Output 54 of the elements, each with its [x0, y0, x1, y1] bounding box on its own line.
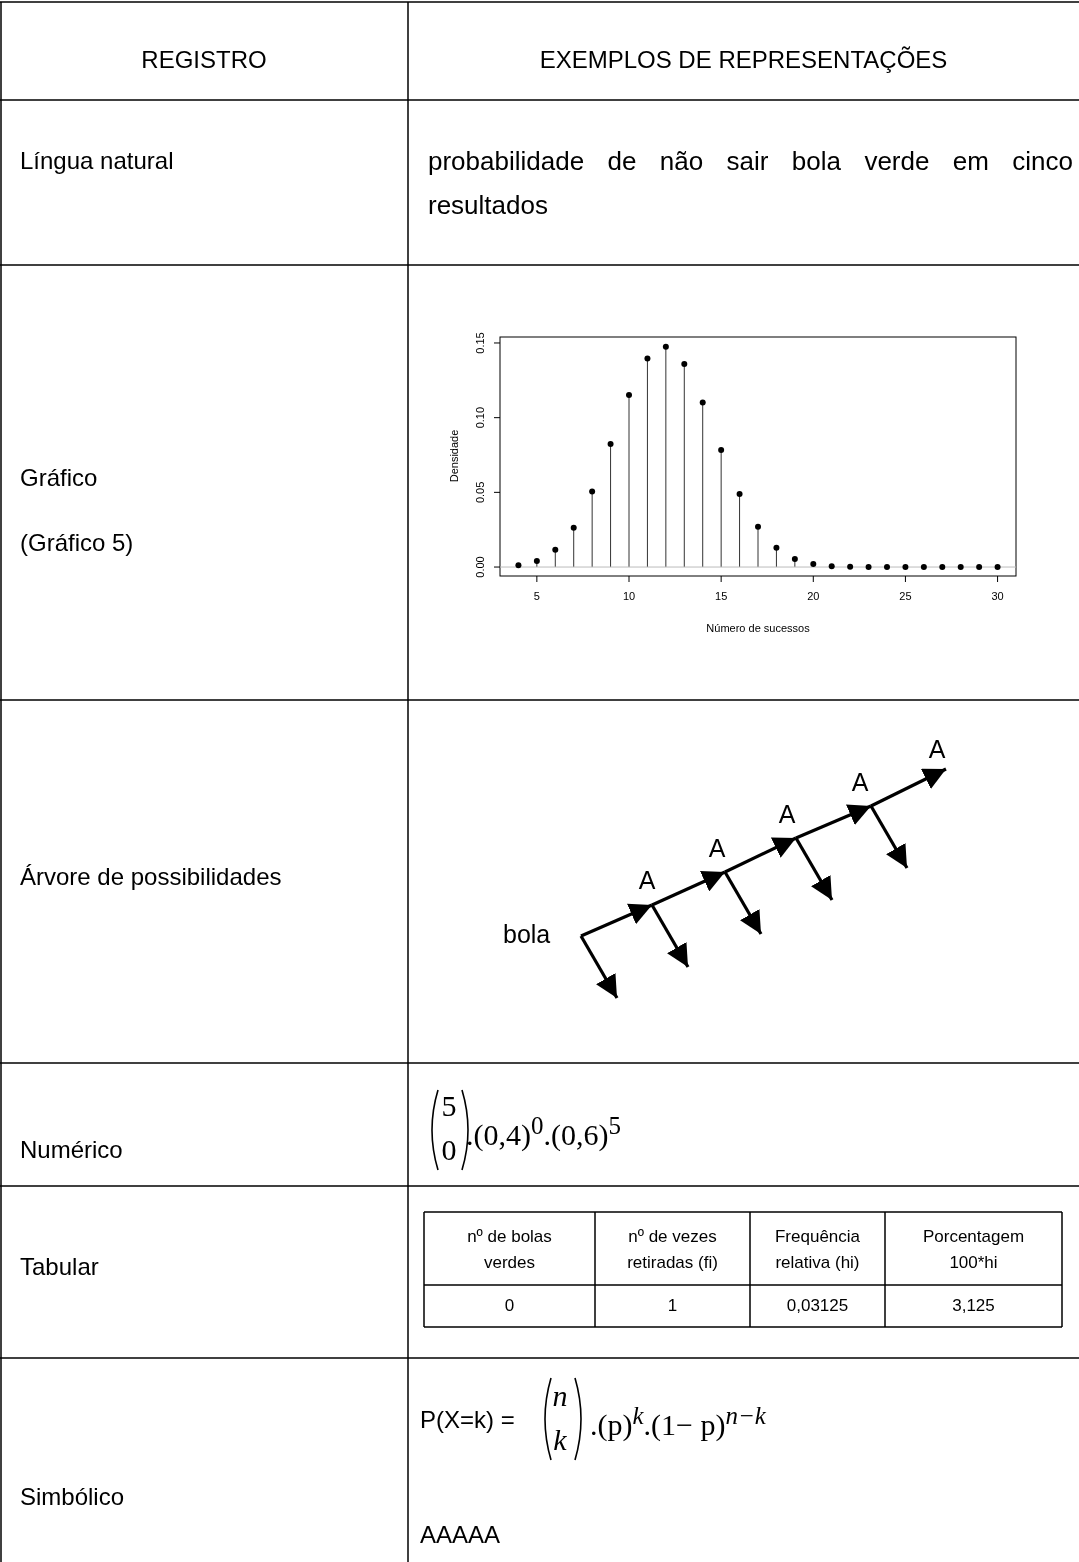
tick-label: 0.15: [474, 332, 486, 354]
tree-label: A: [922, 735, 952, 769]
row-label: Língua natural: [20, 146, 175, 176]
arrow: [723, 871, 763, 935]
tick-label: 5: [533, 590, 540, 602]
row-label: Numérico: [20, 1135, 124, 1165]
arrow: [579, 935, 619, 999]
arrow: [724, 836, 797, 874]
table-header: Frequência relativa (hi): [773, 1226, 862, 1274]
table-header: nº de vezes retiradas (fi): [626, 1226, 719, 1274]
arrow: [795, 804, 872, 840]
tree-label: A: [632, 866, 662, 905]
arrow: [651, 870, 726, 907]
table-value: 3,125: [951, 1295, 996, 1317]
tick-label: 25: [899, 590, 912, 602]
arrow: [869, 805, 909, 869]
formula: .(0,4)$^{0}$.(0,6)$^{5}$: [466, 1111, 622, 1153]
tick-label: 20: [807, 590, 820, 602]
row-label: Simbólico: [20, 1482, 126, 1512]
axis-title: Densidade: [448, 429, 460, 483]
tree-label: bola: [503, 920, 581, 952]
arrow: [794, 837, 834, 901]
column-header: EXEMPLOS DE REPRESENTAÇÕES: [538, 45, 949, 75]
table-header: nº de bolas verdes: [466, 1226, 553, 1274]
tree-label: A: [772, 800, 802, 838]
tree-label: A: [702, 834, 732, 872]
arrow: [580, 903, 653, 938]
arrow: [650, 904, 690, 968]
formula-term: 5: [440, 1088, 458, 1124]
tick-label: 30: [991, 590, 1004, 602]
table-value: 0,03125: [785, 1295, 850, 1317]
formula: .(p)$^{k}$.(1− p)$^{n−k}$: [590, 1401, 767, 1443]
formula: P(X=k) =: [420, 1405, 516, 1435]
formula-term: k: [552, 1422, 568, 1458]
tick-label: 10: [622, 590, 636, 602]
table-header: Porcentagem 100*hi: [921, 1226, 1026, 1274]
tick-label: 0.00: [474, 556, 486, 578]
tree-label: A: [845, 768, 875, 806]
row-label: Árvore de possibilidades: [20, 862, 283, 892]
row-label: (Gráfico 5): [20, 528, 135, 558]
row-label: Tabular: [20, 1252, 100, 1282]
tick-label: 0.05: [474, 481, 486, 504]
example-text: probabilidade de não sair bola verde em cinco resultados: [428, 145, 1073, 222]
column-header: REGISTRO: [140, 45, 268, 75]
tick-label: 15: [715, 590, 728, 602]
arrow: [870, 767, 947, 808]
tick-label: 0.10: [474, 406, 486, 429]
formula: AAAAA: [420, 1520, 502, 1550]
formula-term: n: [551, 1378, 569, 1414]
table-value: 0: [503, 1295, 516, 1317]
axis-title: Número de sucessos: [706, 622, 810, 634]
formula-term: 0: [440, 1132, 458, 1168]
table-value: 1: [666, 1295, 679, 1317]
row-label: Gráfico: [20, 463, 99, 493]
